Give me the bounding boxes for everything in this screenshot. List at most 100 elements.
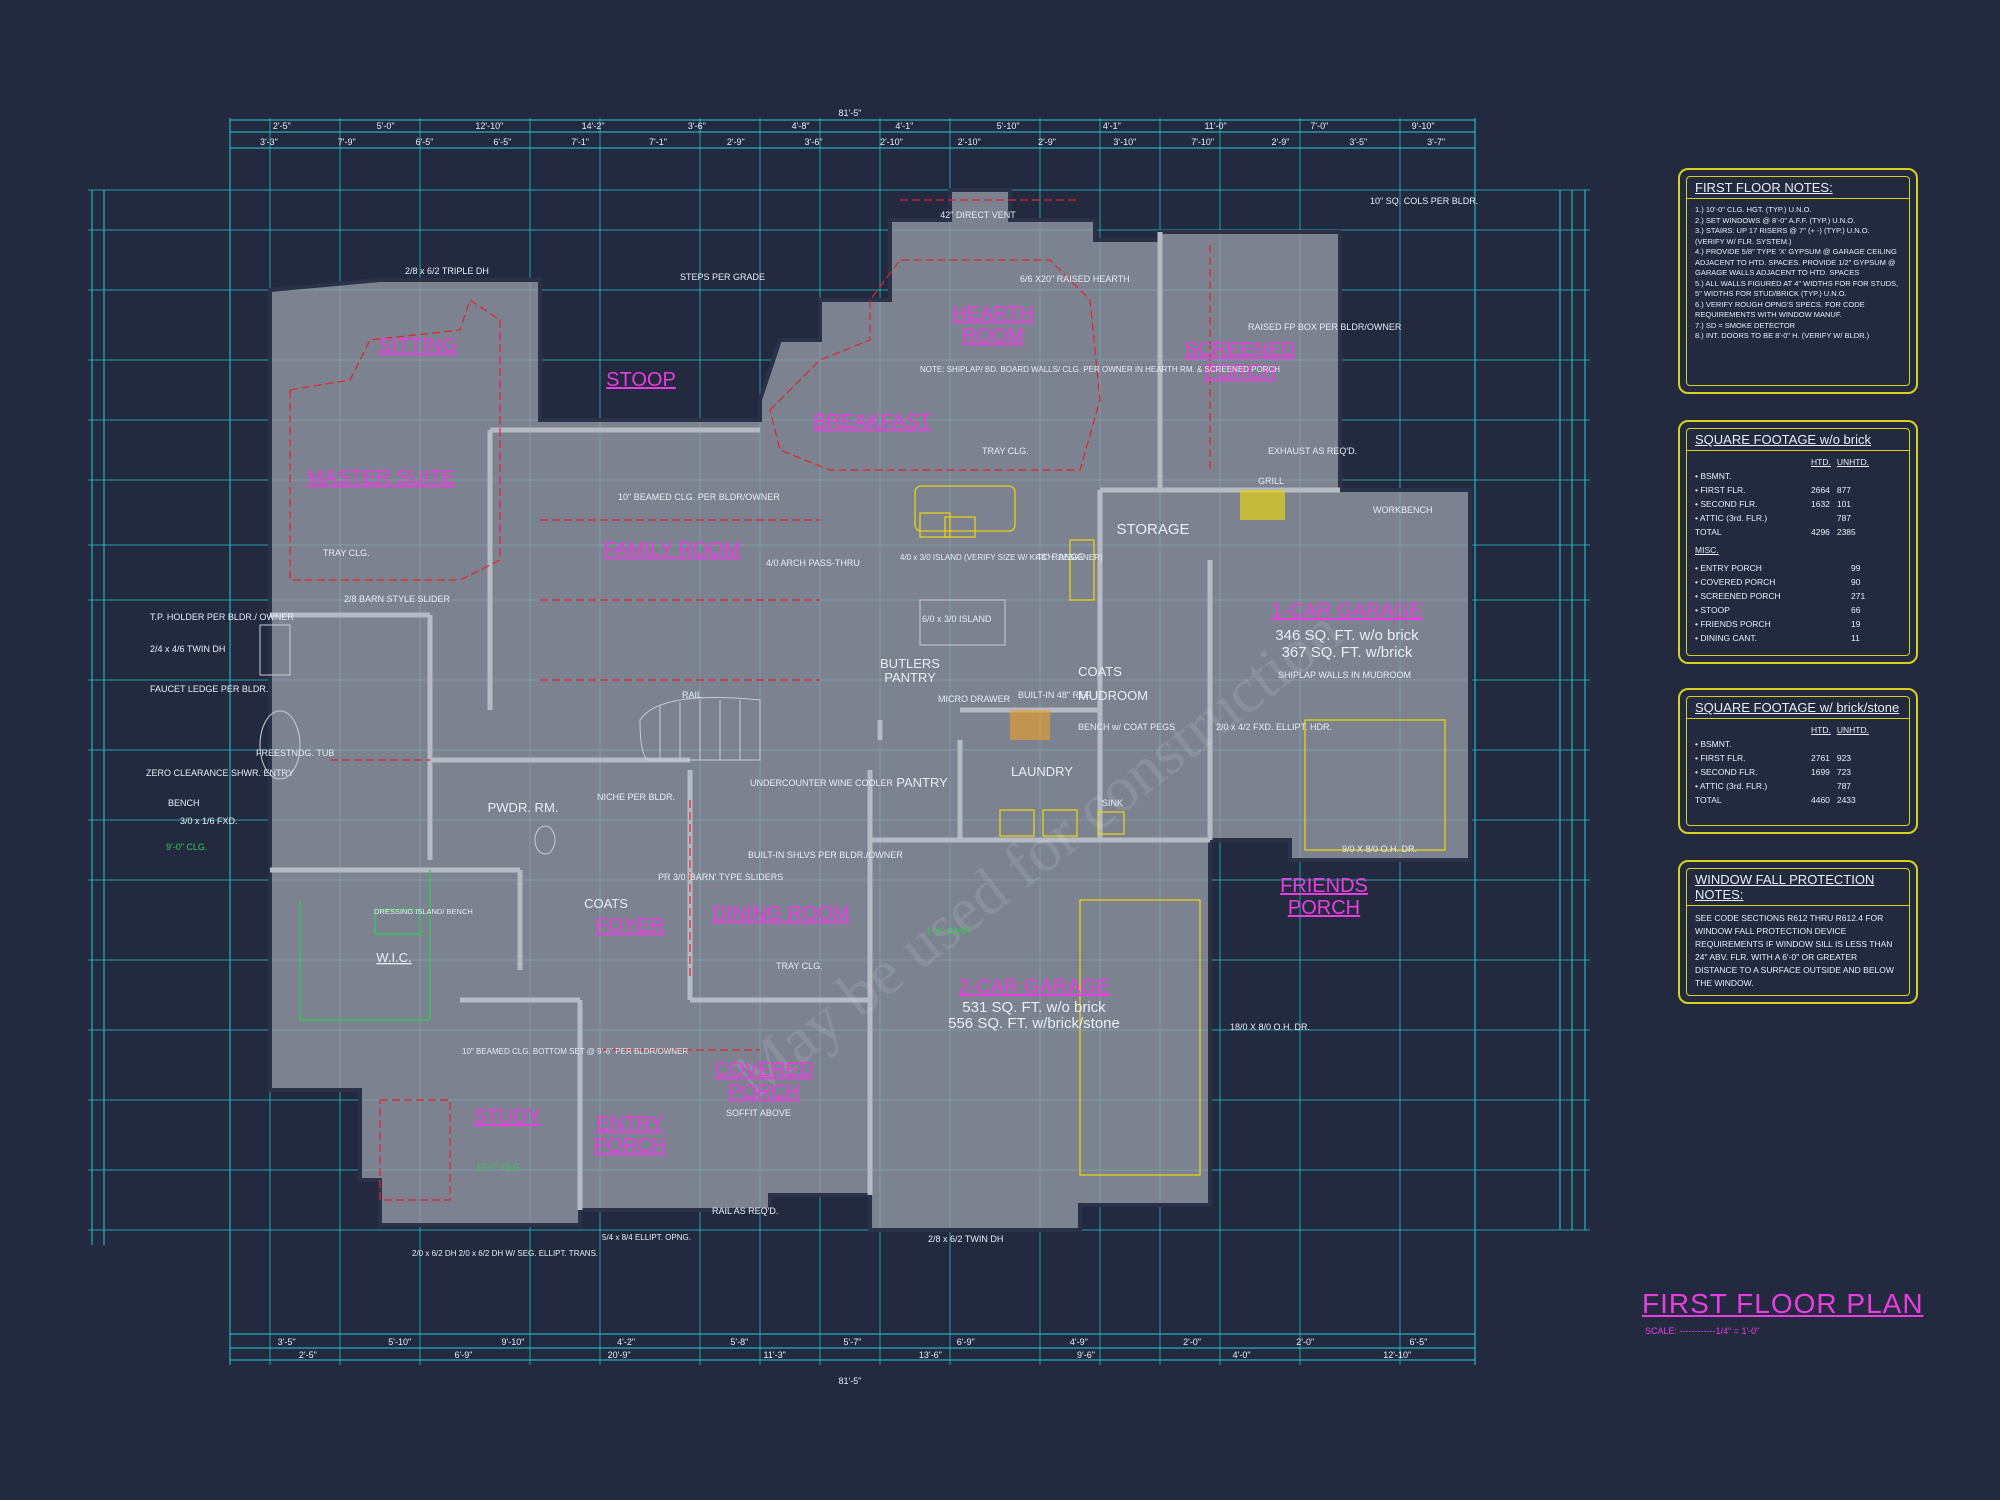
- dim-top2-label: 2'-10": [880, 137, 903, 147]
- dim-bot2-label: 12'-10": [1383, 1350, 1411, 1360]
- friends-line2: PORCH: [1288, 897, 1360, 919]
- room-label-2-car-garage: 2-CAR GARAGE: [958, 976, 1109, 998]
- sqft-cell: • FIRST FLR.: [1695, 753, 1746, 763]
- misc-cell: • COVERED PORCH: [1695, 577, 1776, 587]
- note-direct-vent-top: 42" DIRECT VENT: [940, 210, 1016, 220]
- note-ellipt-opng: 5/4 x 8/4 ELLIPT. OPNG.: [602, 1233, 691, 1242]
- misc-row: • SCREENED PORCH 271: [1695, 589, 1871, 603]
- room-label-1-car-garage: 1-CAR GARAGE: [1271, 600, 1422, 622]
- sqft-brick-title: SQUARE FOOTAGE w/ brick/stone: [1687, 697, 1909, 719]
- sqft-cell: 4460: [1811, 795, 1830, 805]
- sqft-cell: 1699: [1811, 767, 1830, 777]
- misc-title: MISC.: [1695, 545, 1719, 555]
- room-label-wic: W.I.C.: [376, 950, 411, 965]
- window-fall-panel: WINDOW FALL PROTECTION NOTES: SEE CODE S…: [1678, 860, 1918, 1004]
- screened-porch-line2: PORCH: [1204, 361, 1276, 383]
- fixtures: [259, 485, 1446, 1176]
- note-island-2: 6/0 x 3/0 ISLAND: [922, 614, 992, 624]
- note-range: 48" RANGE: [1036, 552, 1084, 562]
- note-built-in: BUILT-IN 48" REF.: [1018, 690, 1092, 700]
- note-study-clg: 12'-0" CLG.: [476, 1162, 522, 1172]
- dim-top2-label: 6'-5": [416, 137, 434, 147]
- misc-cell: • ENTRY PORCH: [1695, 563, 1762, 573]
- misc-cell: 271: [1851, 591, 1866, 601]
- dim-bot1-label: 5'-8": [730, 1337, 748, 1347]
- note-faucet: FAUCET LEDGE PER BLDR.: [150, 684, 268, 694]
- dim-bot1-label: 5'-7": [844, 1337, 862, 1347]
- plan-title: FIRST FLOOR PLAN: [1642, 1288, 1924, 1319]
- note-triple-dh: 2/8 x 6/2 TRIPLE DH: [405, 266, 489, 276]
- plan-scale: SCALE: ------------1/4" = 1'-0": [1645, 1326, 1760, 1336]
- window-fall-title: WINDOW FALL PROTECTION NOTES:: [1687, 869, 1909, 906]
- dim-top1-label: 5'-10": [997, 121, 1020, 131]
- sqft-cell: [1811, 469, 1837, 483]
- covered-line1: COVERED: [715, 1059, 814, 1081]
- room-label-coats-2: COATS: [584, 896, 628, 911]
- note-barn-slider: 2/8 BARN STYLE SLIDER: [344, 594, 451, 604]
- note-sq-cols: 10" SQ. COLS PER BLDR.: [1370, 196, 1478, 206]
- room-label-breakfast: BREAKFAST: [813, 411, 931, 433]
- top-dimensions-row1: 2'-5"5'-0"12'-10"14'-2"3'-6"4'-8"4'-1"5'…: [273, 121, 1435, 131]
- dim-bot1-label: 4'-9": [1070, 1337, 1088, 1347]
- dim-top1-label: 5'-0": [377, 121, 395, 131]
- note-bench-2: BENCH: [168, 798, 200, 808]
- note-exhaust: EXHAUST AS REQ'D.: [1268, 446, 1357, 456]
- note-item: 2.) SET WINDOWS @ 8'-0" A.F.F. (TYP.) U.…: [1695, 215, 1856, 225]
- dim-top2-label: 3'-5": [1349, 137, 1367, 147]
- bottom-dimensions-row2: 2'-5"6'-9"20'-9"11'-3"13'-6"9'-6"4'-0"12…: [299, 1350, 1411, 1360]
- note-seg-ellipt: 2/0 x 6/2 DH 2/0 x 6/2 DH W/ SEG. ELLIPT…: [412, 1249, 598, 1258]
- dim-bot1-label: 4'-2": [617, 1337, 635, 1347]
- note-soffit: SOFFIT ABOVE: [726, 1108, 791, 1118]
- misc-cell: • SCREENED PORCH: [1695, 591, 1781, 601]
- note-item: 1.) 10'-0" CLG. HGT. (TYP.) U.N.O.: [1695, 205, 1812, 214]
- room-label-mudroom: MUDROOM: [1078, 688, 1148, 703]
- dim-bot2-label: 13'-6": [919, 1350, 942, 1360]
- note-fxd: 3/0 x 1/6 FXD.: [180, 816, 238, 826]
- note-undercounter: UNDERCOUNTER WINE COOLER: [750, 778, 894, 788]
- dim-top2-label: 3'-7": [1427, 137, 1445, 147]
- dim-bot1-label: 6'-5": [1409, 1337, 1427, 1347]
- misc-row: • DINING CANT.11: [1695, 631, 1871, 645]
- misc-cell: • STOOP: [1695, 605, 1730, 615]
- sqft-cell: 787: [1836, 513, 1852, 523]
- annotations: 2/8 x 6/2 TRIPLE DH STEPS PER GRADE 6/6 …: [146, 196, 1478, 1258]
- room-label-coats-1: COATS: [1078, 664, 1122, 679]
- misc-cell: • FRIENDS PORCH: [1695, 619, 1771, 629]
- butlers-line1: BUTLERS: [880, 656, 940, 671]
- sqft-cell: [1811, 779, 1837, 793]
- note-barn-sliders: PR 3/0 'BARN' TYPE SLIDERS: [658, 872, 783, 882]
- room-label-foyer: FOYER: [596, 915, 665, 937]
- note-twin-dh: 2/4 x 4/6 TWIN DH: [150, 644, 225, 654]
- note-grill: GRILL: [1258, 476, 1284, 486]
- note-rail: RAIL: [682, 690, 702, 700]
- dim-top2-label: 2'-9": [1272, 137, 1290, 147]
- sqft-cell: 2761: [1811, 753, 1830, 763]
- note-workbench: WORKBENCH: [1373, 505, 1433, 515]
- note-freestanding: FREESTNDG. TUB: [256, 748, 334, 758]
- ceiling-lines: [289, 199, 1211, 1201]
- entry-line1: ENTRY: [596, 1113, 663, 1135]
- dim-top1-label: 12'-10": [475, 121, 503, 131]
- room-label-master-suite: MASTER SUITE: [307, 467, 455, 489]
- dim-top2-label: 7'-1": [649, 137, 667, 147]
- first-floor-notes-list: 1.) 10'-0" CLG. HGT. (TYP.) U.N.O.2.) SE…: [1687, 199, 1909, 348]
- dim-top1-label: 3'-6": [688, 121, 706, 131]
- window-fall-text: SEE CODE SECTIONS R612 THRU R612.4 FOR W…: [1695, 913, 1894, 988]
- overall-dimension-bottom: 81'-5": [839, 1376, 862, 1386]
- dim-top2-label: 2'-10": [958, 137, 981, 147]
- sqft-header-cell: UNHTD.: [1836, 725, 1869, 735]
- dim-top1-label: 4'-8": [792, 121, 810, 131]
- sqft-cell: 877: [1836, 485, 1852, 495]
- note-raised-fp: RAISED FP BOX PER BLDR/OWNER: [1248, 322, 1402, 332]
- sqft-cell: 787: [1836, 781, 1852, 791]
- sqft-cell: [1837, 737, 1875, 751]
